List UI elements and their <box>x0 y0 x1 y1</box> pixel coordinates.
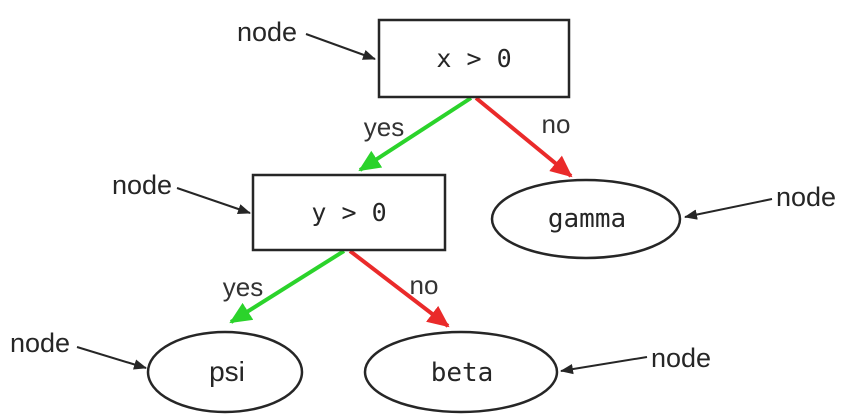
annotation-arrow-root <box>305 33 376 60</box>
beta-node-ellipse <box>363 330 559 414</box>
annotation-label-psi: node <box>10 328 70 358</box>
gamma-node-label: gamma <box>548 204 626 234</box>
child-node-label: y > 0 <box>311 198 386 227</box>
annotation-label-child: node <box>112 170 172 200</box>
edge-label-no-1: no <box>542 109 571 139</box>
root-node-label: x > 0 <box>436 44 511 73</box>
psi-node-ellipse <box>146 330 304 414</box>
beta-node-label: beta <box>431 358 494 388</box>
edge-label-yes-2: yes <box>223 272 263 302</box>
edge-child-no <box>348 249 450 328</box>
gamma-node-ellipse <box>490 178 682 260</box>
annotation-label-root: node <box>237 17 297 47</box>
edge-root-no <box>474 96 573 178</box>
annotation-label-gamma: node <box>776 182 836 212</box>
annotation-label-beta: node <box>651 343 711 373</box>
annotation-arrow-child <box>176 187 251 215</box>
edge-root-yes <box>358 96 473 172</box>
child-node-box <box>251 173 447 252</box>
annotation-arrow-gamma <box>684 198 773 220</box>
edge-child-yes <box>229 249 346 324</box>
edge-label-yes-1: yes <box>364 112 404 142</box>
annotation-arrow-psi <box>76 346 147 370</box>
edge-label-no-2: no <box>410 270 439 300</box>
annotation-arrow-beta <box>560 356 648 375</box>
root-node-box <box>377 18 571 99</box>
psi-node-label: psi <box>209 356 245 387</box>
